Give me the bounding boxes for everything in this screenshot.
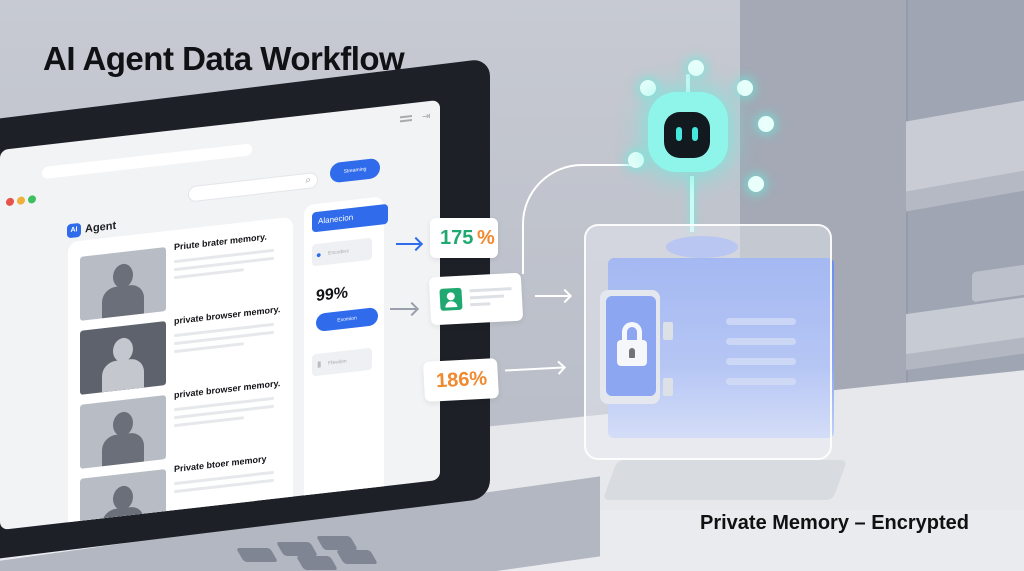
keyboard-key: [295, 556, 339, 570]
caption: Private Memory – Encrypted: [700, 512, 969, 534]
user-record-card: [428, 272, 524, 326]
robot-stem: [690, 176, 694, 232]
laptop-screen: ⇥ ⌕ Ѕtrеаmіng AI Agent Priute brater mem…: [0, 99, 440, 530]
sidebar-item-user[interactable]: ● Encoderc: [312, 237, 372, 267]
sidebar-item-doc[interactable]: ▮ Ffewitim: [312, 347, 372, 377]
close-dot[interactable]: [6, 197, 14, 207]
user-icon: [439, 287, 463, 311]
keyboard-key: [315, 536, 359, 550]
arrow-icon: [396, 243, 420, 245]
safe-top: [666, 236, 738, 258]
card-title: Priute brater memory.: [174, 231, 267, 253]
ai-badge-icon: AI: [67, 222, 81, 239]
antenna-node: [748, 176, 764, 192]
app-logo[interactable]: AI Agent: [67, 219, 116, 239]
safe-line: [726, 358, 796, 365]
menu-icon[interactable]: [400, 115, 412, 123]
connector-curve: [522, 164, 632, 274]
sidebar-button[interactable]: Exomion: [316, 306, 378, 332]
stat-card-186: 186%: [423, 358, 499, 402]
search-input[interactable]: ⌕: [188, 171, 318, 203]
keyhole: [629, 348, 635, 358]
document-icon: ▮: [317, 359, 322, 369]
antenna-node: [640, 80, 656, 96]
keyboard-key: [335, 550, 379, 564]
maximize-dot[interactable]: [28, 194, 36, 204]
top-action-button[interactable]: Ѕtrеаmіng: [330, 157, 380, 184]
sidebar-item-active[interactable]: Alanecion: [312, 203, 388, 233]
keyboard-key: [235, 548, 279, 562]
user-icon: ●: [316, 249, 322, 260]
robot-eye: [692, 127, 698, 141]
lock-icon: [622, 322, 642, 344]
safe-line: [726, 318, 796, 325]
safe-hinge: [663, 378, 673, 396]
antenna-node: [737, 80, 753, 96]
antenna-node: [628, 152, 644, 168]
percent-value: 99%: [316, 284, 349, 305]
url-bar[interactable]: [42, 143, 252, 180]
robot-face: [664, 112, 710, 158]
antenna-node: [758, 116, 774, 132]
robot-eye: [676, 127, 682, 141]
antenna-node: [688, 60, 704, 76]
avatar-thumbnail: [80, 247, 166, 321]
memory-feed: Priute brater memory. private browser me…: [68, 216, 293, 530]
arrow-icon: [504, 366, 564, 372]
safe-hinge: [663, 322, 673, 340]
glass-cube: [584, 224, 832, 460]
arrow-icon: [535, 295, 569, 297]
agent-sidebar: Alanecion ● Encoderc 99% Exomion ▮ Ffewi…: [304, 196, 388, 506]
page-title: AI Agent Data Workflow: [43, 40, 405, 77]
safe-line: [726, 378, 796, 385]
arrow-icon: [390, 308, 416, 310]
avatar-thumbnail: [80, 395, 166, 469]
expand-icon[interactable]: ⇥: [422, 110, 431, 123]
avatar-thumbnail: [80, 321, 166, 395]
window-controls: [6, 194, 36, 207]
minimize-dot[interactable]: [17, 196, 25, 206]
safe-line: [726, 338, 796, 345]
stat-card-175: 175%: [430, 218, 498, 258]
cube-shadow: [602, 460, 848, 500]
logo-text: Agent: [85, 219, 117, 236]
keyboard-key: [275, 542, 319, 556]
search-icon[interactable]: ⌕: [305, 174, 311, 187]
